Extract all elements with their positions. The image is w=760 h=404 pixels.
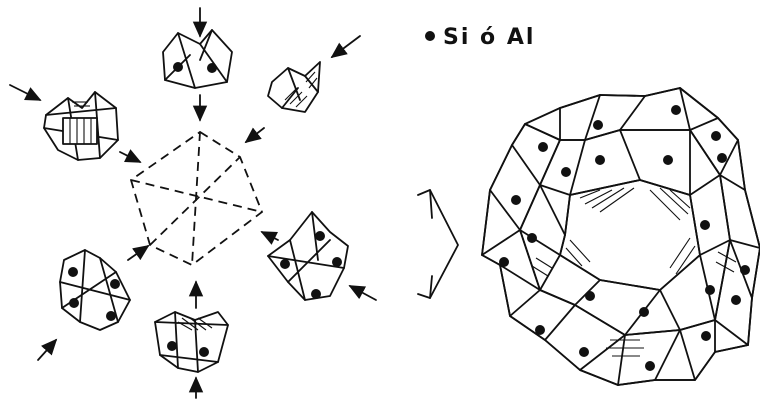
arrow-right-inner-icon	[262, 232, 278, 240]
sodalite-unit-left	[44, 92, 118, 160]
legend: Si ó Al	[425, 25, 535, 50]
transition-arrow-icon	[418, 190, 490, 298]
assembled-cage-structure	[482, 88, 760, 385]
arrow-left-icon	[10, 85, 40, 100]
legend-dot-icon	[425, 31, 435, 41]
legend-label: Si ó Al	[443, 25, 535, 50]
sodalite-unit-bottom	[155, 312, 228, 372]
arrow-bottom-left-inner-icon	[128, 246, 148, 260]
sodalite-unit-top-right	[268, 62, 320, 112]
sodalite-unit-top	[163, 30, 232, 88]
dashed-octahedron	[131, 132, 262, 265]
sodalite-unit-bottom-left	[60, 250, 130, 330]
arrow-right-icon	[350, 286, 376, 300]
arrow-left-inner-icon	[120, 152, 140, 162]
arrow-top-right-icon	[332, 36, 360, 57]
arrow-bottom-left-icon	[38, 340, 56, 360]
arrow-top-right-inner-icon	[246, 128, 264, 142]
sodalite-unit-right	[268, 212, 348, 300]
